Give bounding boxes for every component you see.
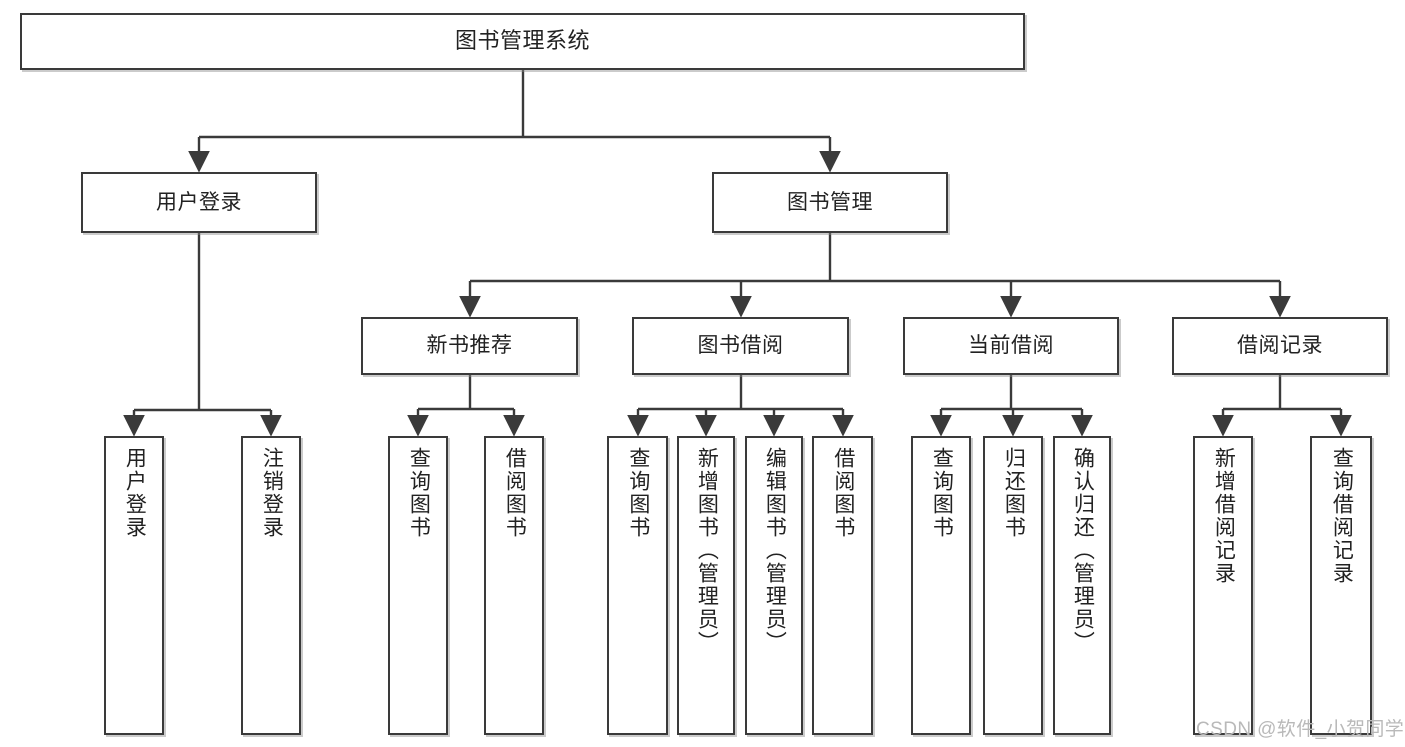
node-login[interactable]: 用户登录 [81, 172, 317, 233]
node-borrow-4[interactable]: 借阅图书 [812, 436, 873, 735]
node-record[interactable]: 借阅记录 [1172, 317, 1388, 375]
node-label: 用户登录 [156, 190, 242, 214]
node-label: 查询图书 [407, 447, 431, 539]
node-label: 图书管理 [787, 190, 873, 214]
node-current[interactable]: 当前借阅 [903, 317, 1119, 375]
node-label: 新书推荐 [426, 334, 513, 358]
node-label: 确认归还（管理员） [1071, 447, 1095, 654]
node-label: 查询借阅记录 [1330, 447, 1354, 585]
node-borrow[interactable]: 图书借阅 [632, 317, 849, 375]
node-label: 当前借阅 [968, 334, 1054, 358]
node-label: 用户登录 [123, 447, 147, 539]
node-label: 查询图书 [930, 447, 954, 539]
node-borrow-1[interactable]: 查询图书 [607, 436, 668, 735]
node-label: 查询图书 [626, 447, 650, 539]
node-label: 注销登录 [260, 447, 284, 539]
node-label: 新增图书（管理员） [695, 447, 719, 654]
node-newbook-1[interactable]: 查询图书 [388, 436, 448, 735]
node-current-2[interactable]: 归还图书 [983, 436, 1043, 735]
node-label: 借阅图书 [503, 447, 527, 539]
node-borrow-3[interactable]: 编辑图书（管理员） [745, 436, 803, 735]
node-root[interactable]: 图书管理系统 [20, 13, 1025, 70]
node-label: 图书管理系统 [454, 28, 590, 54]
node-newbook-2[interactable]: 借阅图书 [484, 436, 544, 735]
node-current-1[interactable]: 查询图书 [911, 436, 971, 735]
node-bookmgmt[interactable]: 图书管理 [712, 172, 948, 233]
node-current-3[interactable]: 确认归还（管理员） [1053, 436, 1111, 735]
node-label: 新增借阅记录 [1212, 447, 1236, 585]
node-newbook[interactable]: 新书推荐 [361, 317, 578, 375]
node-label: 图书借阅 [697, 334, 784, 358]
node-record-1[interactable]: 新增借阅记录 [1193, 436, 1253, 735]
node-label: 归还图书 [1002, 447, 1026, 539]
node-login-2[interactable]: 注销登录 [241, 436, 301, 735]
node-label: 借阅图书 [831, 447, 855, 539]
watermark: CSDN @软件_小贺同学 [1196, 719, 1405, 740]
node-label: 借阅记录 [1237, 334, 1323, 358]
node-record-2[interactable]: 查询借阅记录 [1310, 436, 1372, 735]
node-label: 编辑图书（管理员） [763, 447, 787, 654]
node-login-1[interactable]: 用户登录 [104, 436, 164, 735]
node-borrow-2[interactable]: 新增图书（管理员） [677, 436, 735, 735]
